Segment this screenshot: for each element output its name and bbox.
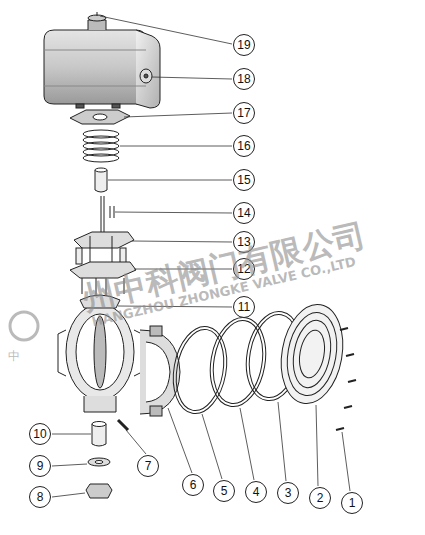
callout-number: 18: [233, 68, 255, 90]
callout-number: 19: [233, 34, 255, 56]
callout-number: 11: [233, 296, 255, 318]
callout-number: 2: [309, 487, 331, 509]
callout-number: 16: [233, 135, 255, 157]
watermark: 中: [8, 348, 20, 365]
callout-number: 3: [277, 482, 299, 504]
callout-number: 8: [29, 486, 51, 508]
callout-number: 6: [182, 474, 204, 496]
callout-number: 5: [213, 480, 235, 502]
callout-number: 14: [233, 202, 255, 224]
callout-number: 1: [341, 492, 363, 514]
callout-number: 9: [29, 455, 51, 477]
callout-number: 4: [245, 481, 267, 503]
callout-number: 17: [233, 102, 255, 124]
callout-number: 10: [29, 423, 51, 445]
callout-number: 7: [137, 455, 159, 477]
callout-number: 15: [233, 169, 255, 191]
